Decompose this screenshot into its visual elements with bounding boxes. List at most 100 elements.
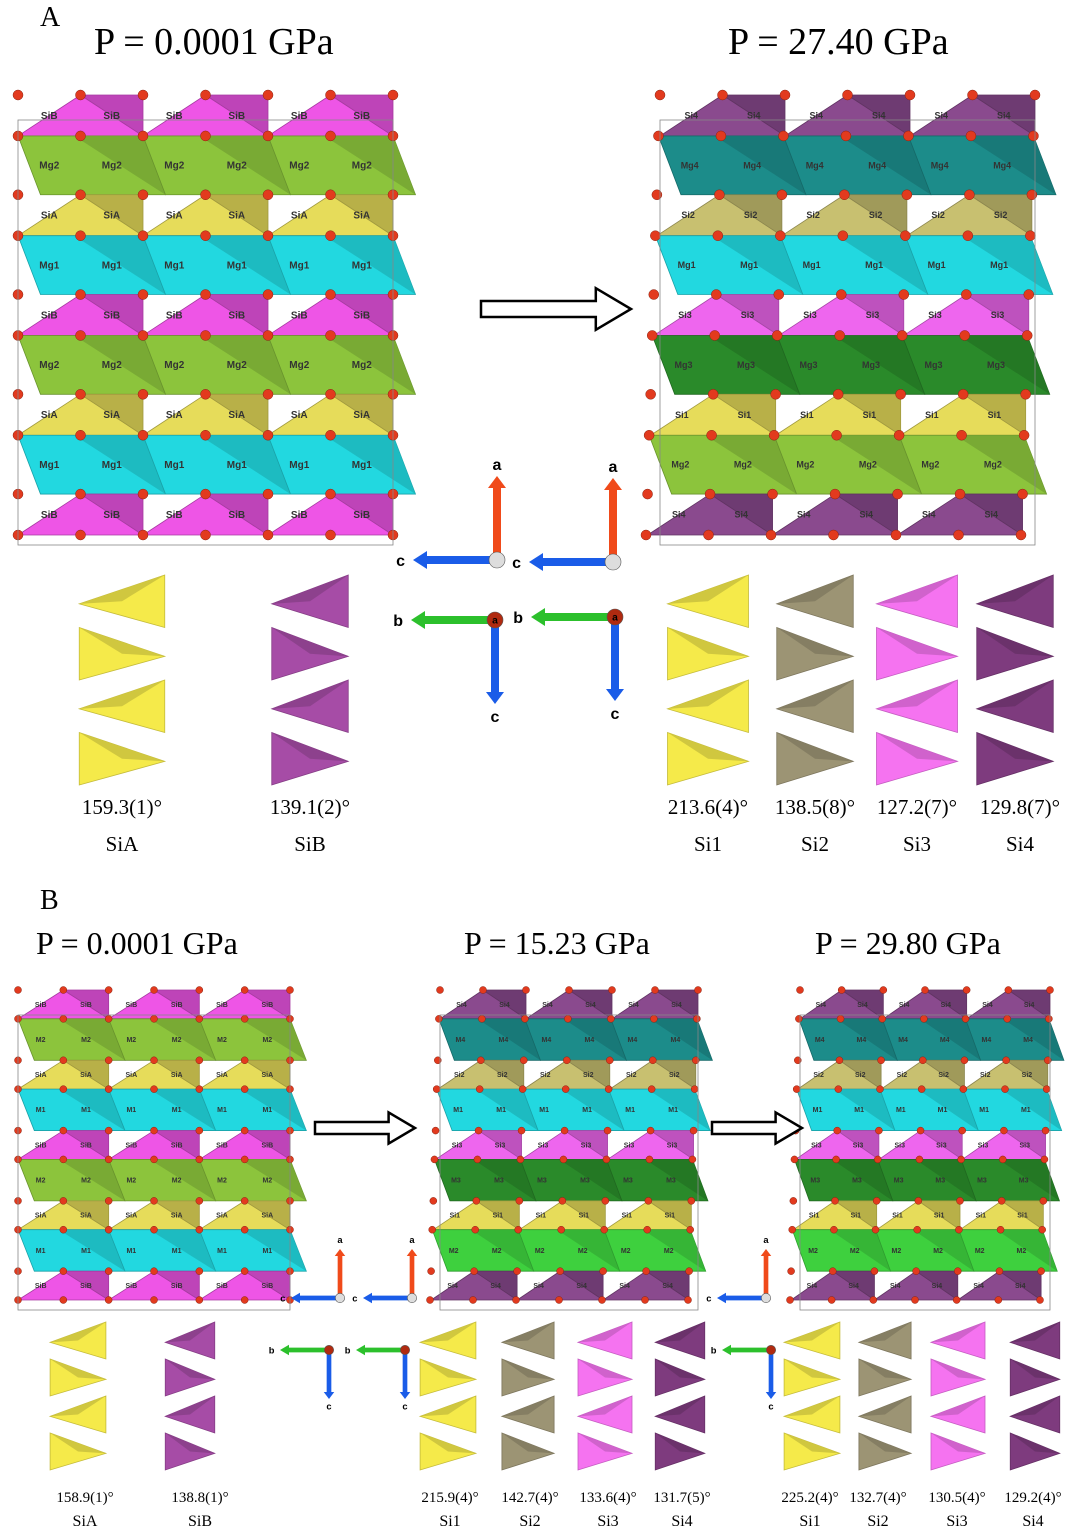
site-label: Si3	[928, 310, 942, 320]
axis-label: c	[352, 1294, 357, 1304]
chain-site-a-sib: SiB	[294, 832, 326, 856]
site-label: M4	[628, 1037, 638, 1044]
site-label: M1	[262, 1107, 272, 1114]
site-label: SiA	[291, 211, 308, 222]
site-label: M2	[1017, 1248, 1027, 1255]
site-label: SiA	[353, 410, 370, 421]
site-label: M4	[857, 1037, 867, 1044]
site-label: M1	[36, 1107, 46, 1114]
chain-b-right-si3	[929, 1321, 987, 1471]
panel-b-letter: B	[40, 885, 59, 916]
site-label: M2	[975, 1248, 985, 1255]
chain-a-si2	[775, 574, 855, 786]
axes-a-left-bottom: bca	[393, 611, 504, 726]
site-label: SiA	[103, 410, 120, 421]
site-label: SiB	[228, 310, 245, 321]
site-label: Si1	[675, 410, 689, 420]
panel-a-left-title: P = 0.0001 GPa	[94, 21, 334, 63]
site-label: M2	[217, 1037, 227, 1044]
site-label: Si3	[581, 1142, 592, 1149]
site-label: Si3	[1019, 1142, 1030, 1149]
site-label: M2	[126, 1177, 136, 1184]
site-label: Mg3	[799, 360, 817, 370]
site-label: Si3	[624, 1142, 635, 1149]
site-label: M3	[1019, 1177, 1029, 1184]
site-label: SiB	[353, 111, 370, 122]
site-label: SiA	[35, 1072, 47, 1079]
site-label: Si1	[450, 1213, 461, 1220]
chain-angle-b-mid-si3: 133.6(4)°	[579, 1490, 637, 1506]
site-label: SiB	[41, 510, 58, 521]
site-label: Si4	[456, 1002, 467, 1009]
site-label: SiB	[35, 1142, 47, 1149]
site-label: Mg4	[806, 160, 824, 170]
site-label: Si4	[899, 1002, 910, 1009]
chain-site-a-si3: Si3	[902, 832, 931, 856]
site-label: M3	[894, 1177, 904, 1184]
site-label: M2	[262, 1037, 272, 1044]
site-label: M2	[172, 1037, 182, 1044]
site-label: M1	[496, 1107, 506, 1114]
site-label: M4	[499, 1037, 509, 1044]
site-label: Mg1	[39, 460, 59, 471]
axis-label: c	[611, 706, 620, 723]
axis-label: c	[402, 1402, 407, 1412]
site-label: M2	[933, 1248, 943, 1255]
site-label: Si3	[978, 1142, 989, 1149]
site-label: Si2	[813, 1072, 824, 1079]
site-label: Mg2	[671, 460, 689, 470]
site-label: Si4	[922, 510, 936, 520]
panel-b-right-title: P = 29.80 GPa	[815, 925, 1001, 961]
site-label: Si1	[851, 1213, 862, 1220]
site-label: M3	[666, 1177, 676, 1184]
site-label: Si4	[797, 510, 811, 520]
site-label: M1	[625, 1107, 635, 1114]
site-label: SiB	[171, 1142, 183, 1149]
site-label: SiB	[41, 111, 58, 122]
site-label: Si1	[1017, 1213, 1028, 1220]
site-label: SiA	[171, 1213, 183, 1220]
site-label: SiB	[103, 310, 120, 321]
site-label: M1	[1021, 1107, 1031, 1114]
axis-label: a	[612, 612, 618, 623]
site-label: Mg3	[924, 360, 942, 370]
site-label: SiB	[291, 111, 308, 122]
site-label: SiB	[171, 1283, 183, 1290]
site-label: SiB	[261, 1002, 273, 1009]
panel-a-right-title: P = 27.40 GPa	[728, 21, 949, 63]
site-label: Si2	[744, 210, 758, 220]
chain-angle-b-right-si4: 129.2(4)°	[1004, 1490, 1062, 1506]
site-label: Si1	[809, 1213, 820, 1220]
site-label: Si4	[1024, 1002, 1035, 1009]
chain-angle-a-si1: 213.6(4)°	[667, 795, 749, 819]
axis-label: c	[768, 1402, 773, 1412]
chain-angle-b-mid-si4: 131.7(5)°	[653, 1490, 711, 1506]
site-label: Si1	[665, 1213, 676, 1220]
site-label: Si3	[991, 310, 1005, 320]
site-label: SiB	[216, 1283, 228, 1290]
site-label: SiB	[166, 510, 183, 521]
site-label: SiB	[125, 1283, 137, 1290]
site-label: SiB	[41, 310, 58, 321]
axis-label: c	[396, 553, 405, 570]
chain-a-sia	[77, 574, 167, 786]
chain-b-sib	[164, 1321, 216, 1471]
axis-label: c	[280, 1294, 285, 1304]
site-label: M1	[896, 1107, 906, 1114]
site-label: Mg1	[227, 460, 247, 471]
site-label: Si4	[533, 1283, 544, 1290]
site-label: Si4	[934, 110, 948, 120]
